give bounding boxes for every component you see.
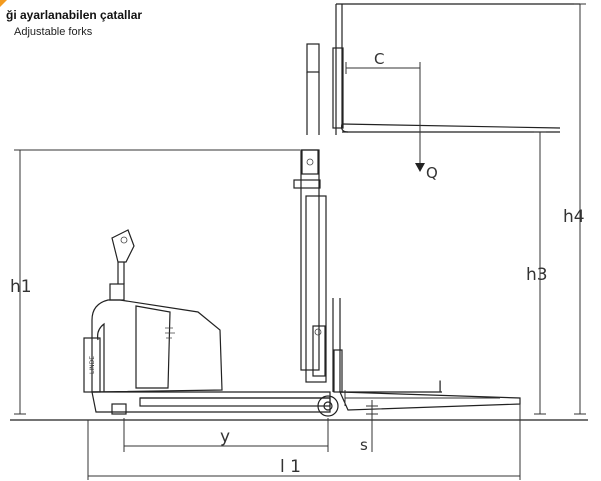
legend-title: ği ayarlanabilen çatallar xyxy=(6,8,143,22)
legend-subtitle: Adjustable forks xyxy=(14,26,93,38)
tiller-handle xyxy=(111,229,135,284)
dim-label-h4: h4 xyxy=(563,207,585,227)
dim-label-h3: h3 xyxy=(526,265,548,285)
dim-label-l1: l 1 xyxy=(280,457,301,477)
dim-label-c: C xyxy=(374,50,384,68)
load-center-dimension xyxy=(345,62,425,172)
fork-length-dimension xyxy=(344,390,500,406)
truck-body: LINDE xyxy=(83,283,223,393)
dim-label-h1: h1 xyxy=(10,277,32,297)
mast xyxy=(293,149,343,393)
raised-fork-assembly xyxy=(306,3,580,135)
fork-thickness-dimension xyxy=(366,400,378,452)
h4-dimension xyxy=(574,3,586,415)
dim-label-s: s xyxy=(360,436,368,454)
legend-marker-icon xyxy=(0,0,7,7)
h1-dimension xyxy=(14,149,300,415)
h3-dimension xyxy=(534,131,546,415)
dim-label-y: y xyxy=(220,427,230,447)
base-and-forks xyxy=(91,391,521,417)
svg-text:LINDE: LINDE xyxy=(89,356,96,374)
overall-length-dimension xyxy=(87,404,521,480)
dim-label-l: l xyxy=(438,378,442,396)
wheelbase-dimension xyxy=(123,418,329,452)
dim-label-q: Q xyxy=(426,164,438,182)
